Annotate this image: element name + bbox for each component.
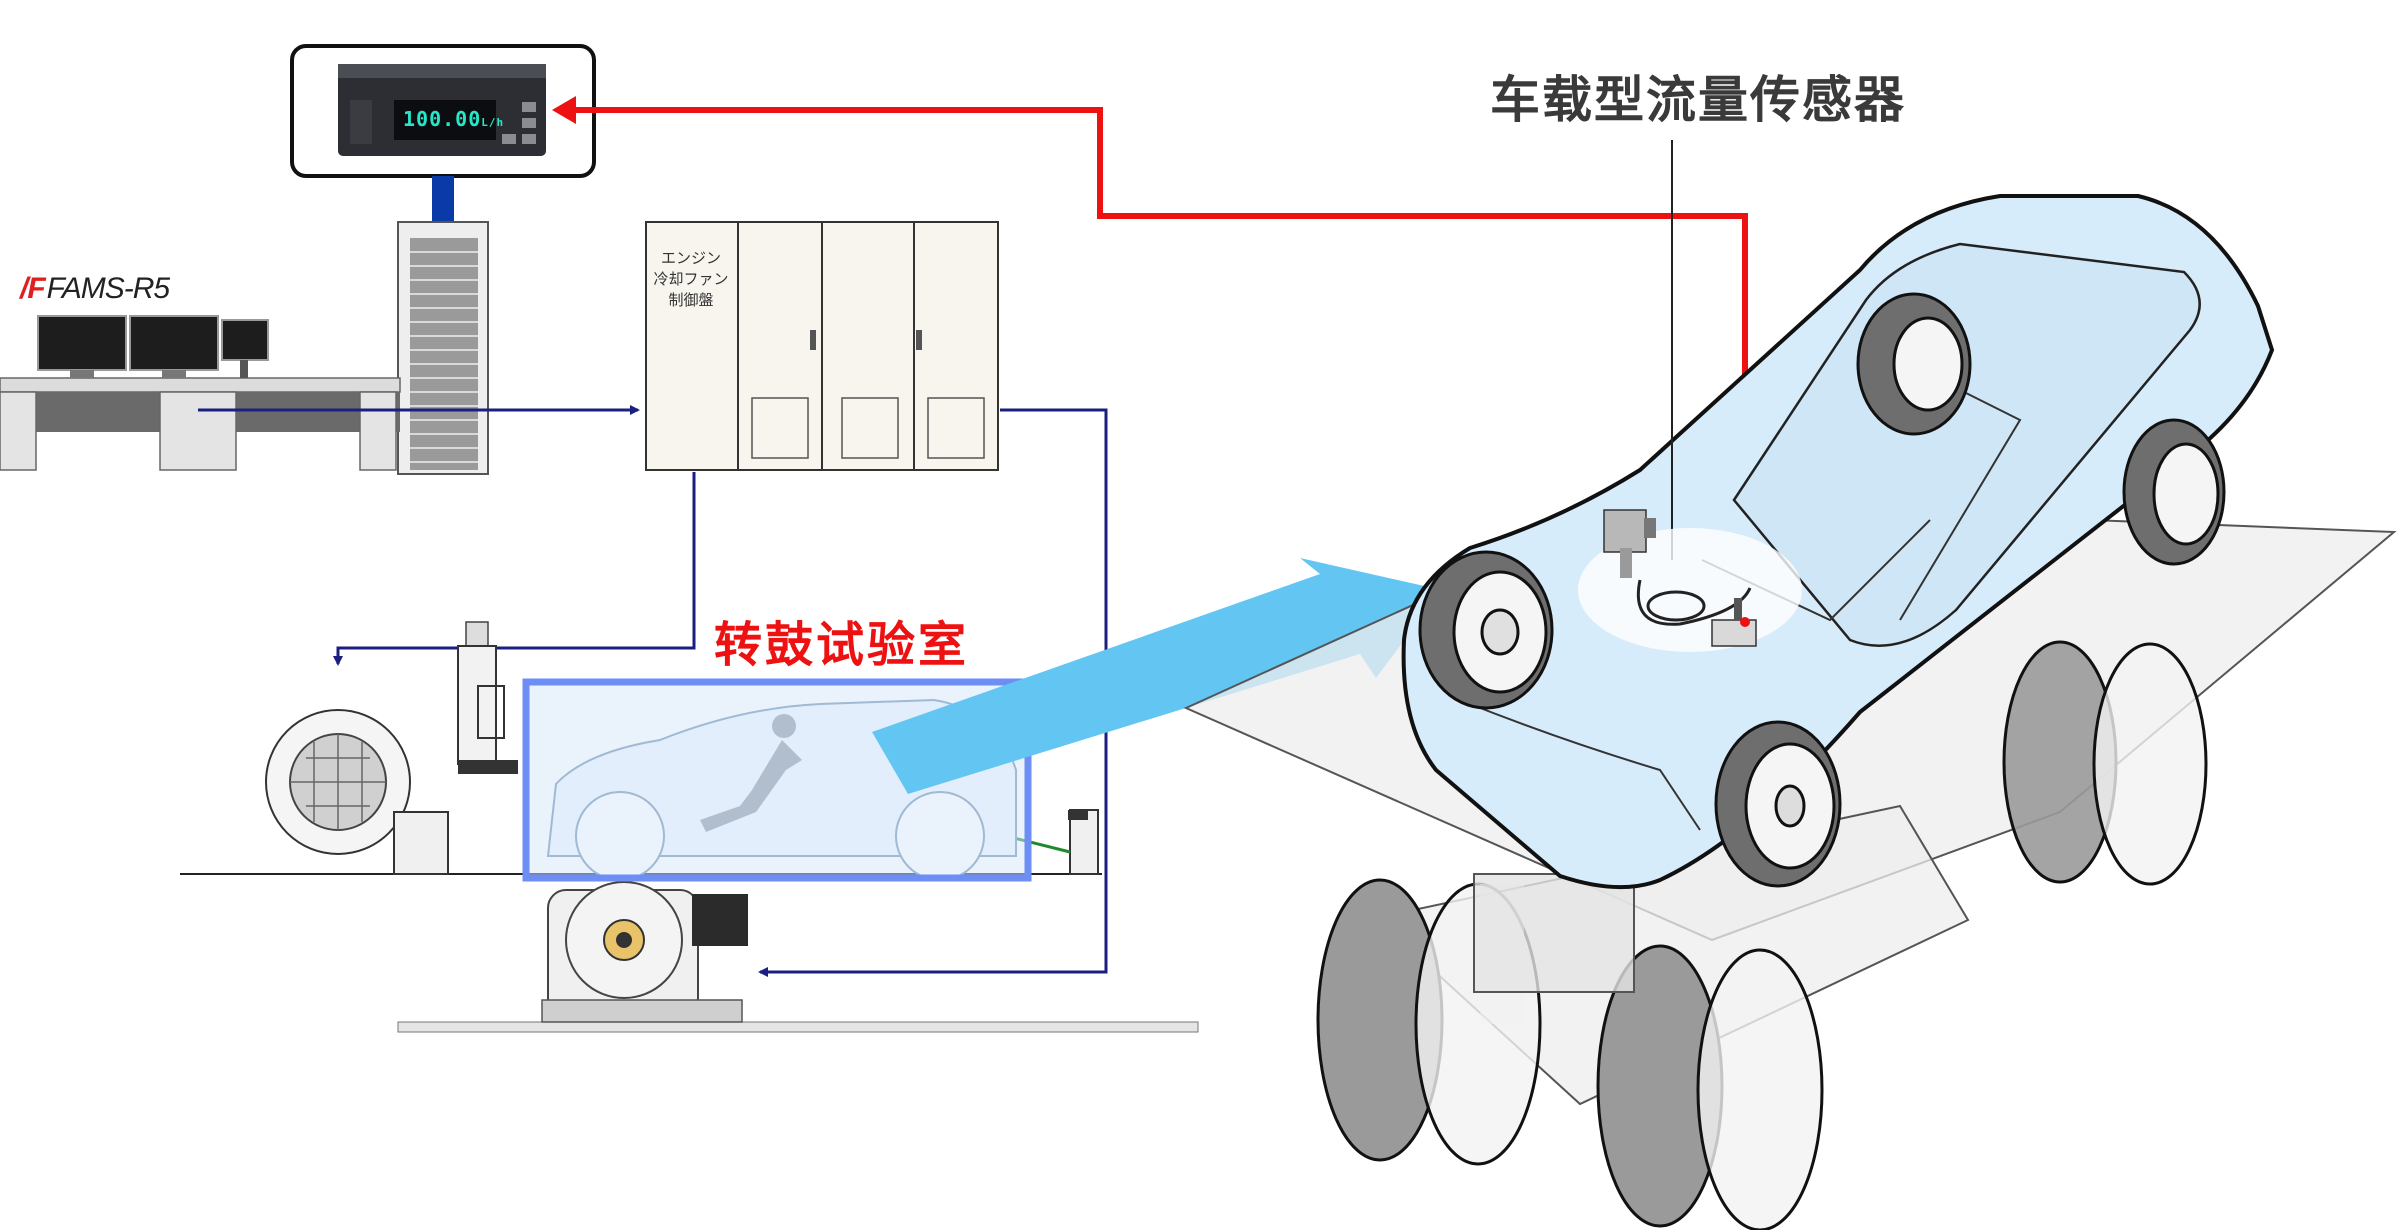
control-panel-label-line: エンジン: [660, 249, 721, 267]
meter-display: 100.00L/h: [403, 107, 504, 131]
meter-unit: L/h: [481, 116, 505, 129]
cooling-fan: [265, 709, 449, 875]
dyno-rollers: [1316, 640, 2208, 1230]
test-vehicle: [1401, 194, 2275, 890]
meter-value: 100.00: [403, 107, 482, 131]
operator-console: [0, 315, 401, 471]
control-panel-label: エンジン冷却ファン制御盤: [646, 248, 736, 311]
highlight-arrow: [872, 558, 1442, 794]
chamber-title: 转鼓试验室: [714, 617, 970, 673]
server-rack: [397, 221, 489, 475]
fams-r5-logo: /FFAMS-R5: [20, 272, 170, 305]
vehicle-wheels: [1418, 292, 2226, 888]
dynamometer: [541, 881, 748, 1023]
exhaust-probe: [1005, 809, 1099, 875]
control-panel-label-line: 制御盤: [668, 291, 714, 309]
control-panel-label-line: 冷却ファン: [653, 270, 729, 288]
signal-line: [552, 96, 1748, 622]
fan-duct: [457, 621, 518, 774]
flow-sensor-unit: [1578, 509, 1802, 652]
control-cabinet: [645, 221, 999, 471]
sensor-title: 车载型流量传感器: [1490, 71, 1906, 129]
flow-meter: [290, 44, 596, 178]
